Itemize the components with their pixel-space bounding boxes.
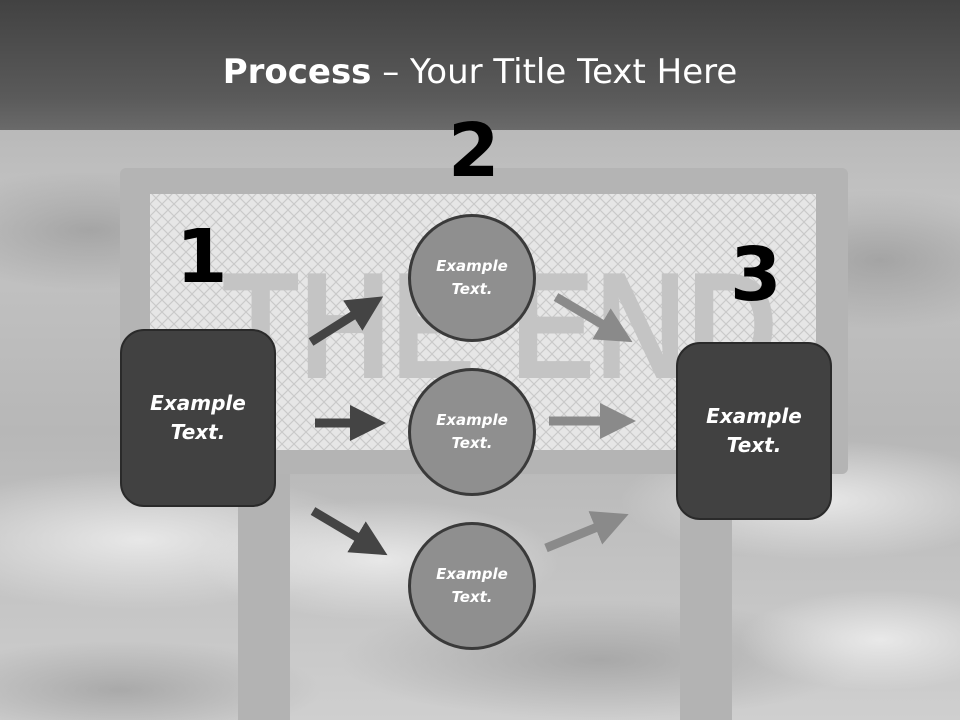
circle-1: Example Text.	[408, 214, 536, 342]
slide-title: Process – Your Title Text Here	[0, 52, 960, 92]
arrow-circle-1-to-3	[553, 293, 633, 343]
title-bold: Process	[222, 52, 372, 92]
step-number-3: 3	[730, 232, 782, 318]
circle-3-text: Example Text.	[436, 565, 508, 606]
step-number-2: 2	[448, 108, 500, 194]
circle-1-text: Example Text.	[436, 257, 508, 298]
arrow-1-to-circle-3	[310, 507, 388, 556]
end-box-text: Example Text.	[706, 404, 802, 457]
step-number-1: 1	[176, 214, 228, 300]
circle-2: Example Text.	[408, 368, 536, 496]
end-box: Example Text.	[676, 342, 832, 520]
circle-2-text: Example Text.	[436, 411, 508, 452]
arrow-circle-3-to-3	[544, 511, 629, 553]
circle-3: Example Text.	[408, 522, 536, 650]
title-rest: – Your Title Text Here	[371, 52, 738, 92]
start-box-text: Example Text.	[150, 391, 246, 444]
start-box: Example Text.	[120, 329, 276, 507]
arrow-1-to-circle-1	[308, 296, 384, 346]
